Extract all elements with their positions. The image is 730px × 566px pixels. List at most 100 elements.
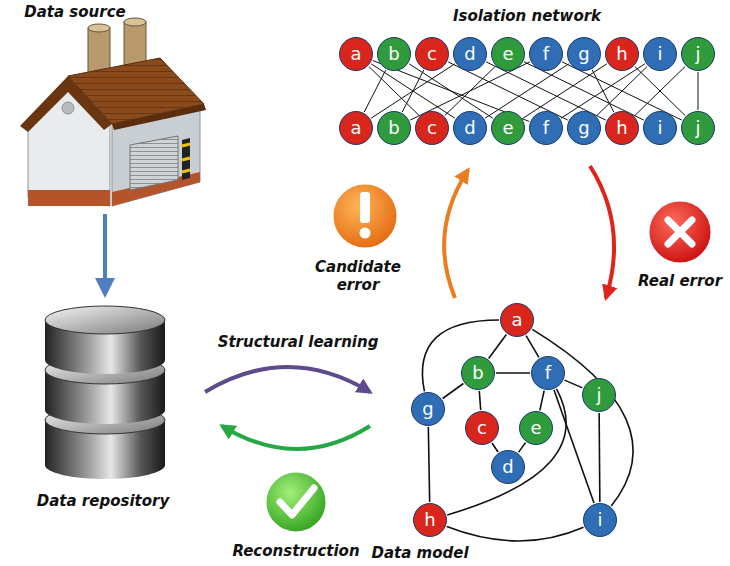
caption-label: Structural learning <box>218 333 379 351</box>
node-letter: d <box>502 458 513 476</box>
graph-node-circle: f <box>529 111 563 145</box>
model-edge <box>518 443 525 453</box>
isolation-link <box>635 67 685 116</box>
node-letter: c <box>427 119 437 137</box>
isolation-link <box>635 67 685 116</box>
node-letter: a <box>511 311 522 329</box>
model-edge <box>492 443 498 452</box>
model-edge <box>422 320 499 391</box>
model-edge <box>447 389 566 515</box>
model-edge <box>598 413 600 502</box>
graph-node-circle: b <box>461 356 495 390</box>
node-letter: g <box>422 400 433 418</box>
node-letter: f <box>543 119 549 137</box>
factory-illustration <box>20 18 206 206</box>
caption-label: Data repository <box>37 492 169 510</box>
node-letter: b <box>388 45 399 63</box>
model-edge <box>479 391 480 410</box>
node-letter: a <box>350 45 361 63</box>
node-letter: h <box>424 511 435 529</box>
model-edge <box>526 336 539 358</box>
graph-node-circle: g <box>567 37 601 71</box>
candidate-arrow <box>444 170 468 298</box>
node-letter: e <box>502 119 513 137</box>
graph-node-circle: b <box>377 37 411 71</box>
caption-label: Real error <box>638 272 722 290</box>
isolation-link <box>371 64 455 118</box>
isolation-link <box>369 67 419 116</box>
node-letter: c <box>427 45 437 63</box>
node-letter: g <box>578 119 589 137</box>
graph-node-circle: d <box>453 37 487 71</box>
graph-node-circle: f <box>531 356 565 390</box>
reconstruction-arrow <box>222 426 370 449</box>
graph-node-circle: d <box>453 111 487 145</box>
graph-node-circle: h <box>605 37 639 71</box>
check-icon <box>265 471 327 533</box>
graph-node-circle: i <box>583 503 617 537</box>
model-edge <box>489 334 507 358</box>
node-letter: j <box>695 45 700 63</box>
caption-label: Candidate error <box>308 258 408 294</box>
graph-node-circle: d <box>491 450 525 484</box>
graph-node-circle: j <box>681 37 715 71</box>
isolation-link <box>698 72 699 110</box>
isolation-link <box>371 64 455 118</box>
graph-node-circle: f <box>529 37 563 71</box>
node-letter: c <box>477 419 487 437</box>
node-letter: b <box>388 119 399 137</box>
graph-node-circle: c <box>415 111 449 145</box>
node-letter: h <box>616 119 627 137</box>
graph-node-circle: a <box>339 37 373 71</box>
node-letter: d <box>464 45 475 63</box>
graph-node-circle: a <box>500 303 534 337</box>
graph-node-circle: e <box>491 111 525 145</box>
graph-node-circle: h <box>605 111 639 145</box>
node-letter: j <box>596 386 601 404</box>
model-edge <box>428 427 429 502</box>
caption-label: Reconstruction <box>232 542 359 560</box>
node-letter: f <box>543 45 549 63</box>
node-letter: h <box>616 45 627 63</box>
graph-node-circle: g <box>411 392 445 426</box>
real-error-arrow <box>590 166 614 298</box>
node-letter: i <box>657 45 662 63</box>
isolation-link <box>523 64 607 118</box>
caption-label: Isolation network <box>453 7 601 25</box>
node-letter: g <box>578 45 589 63</box>
model-edge <box>496 372 530 374</box>
node-letter: a <box>350 119 361 137</box>
model-edge <box>447 527 584 541</box>
node-letter: b <box>472 364 483 382</box>
node-letter: j <box>695 119 700 137</box>
graph-node-circle: c <box>415 37 449 71</box>
caption-label: Data source <box>24 3 125 21</box>
database-illustration <box>45 306 165 479</box>
node-letter: i <box>657 119 662 137</box>
isolation-link <box>485 64 569 118</box>
caption-label: Data model <box>371 544 468 562</box>
graph-node-circle: e <box>519 411 553 445</box>
model-edge <box>565 380 583 388</box>
error-icon <box>648 200 712 264</box>
graph-node-circle: c <box>465 411 499 445</box>
model-edge <box>443 384 464 399</box>
node-letter: d <box>464 119 475 137</box>
node-letter: f <box>545 364 551 382</box>
node-letter: e <box>502 45 513 63</box>
warning-icon <box>332 183 398 249</box>
graph-node-circle: j <box>681 111 715 145</box>
graph-node-circle: a <box>339 111 373 145</box>
graph-node-circle: e <box>491 37 525 71</box>
isolation-link <box>364 70 386 112</box>
graph-node-circle: h <box>413 503 447 537</box>
graph-node-circle: j <box>582 378 616 412</box>
graph-node-circle: i <box>643 111 677 145</box>
graph-node-circle: b <box>377 111 411 145</box>
node-letter: e <box>530 419 541 437</box>
node-letter: i <box>597 511 602 529</box>
graph-node-circle: g <box>567 111 601 145</box>
learning-arrow <box>205 367 370 392</box>
model-edge <box>540 391 544 411</box>
